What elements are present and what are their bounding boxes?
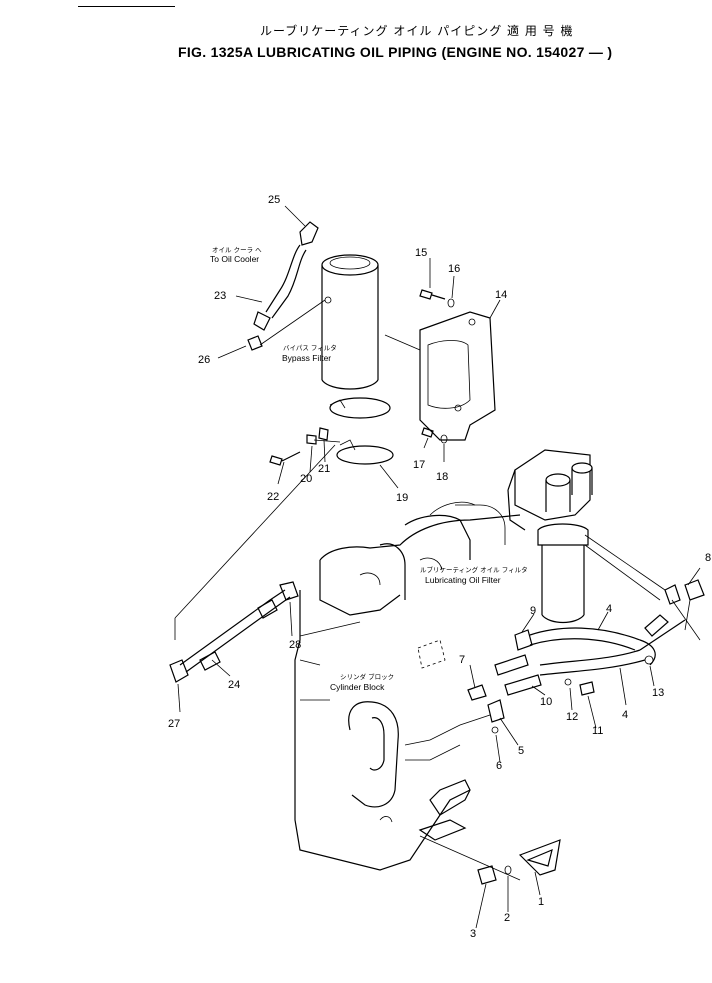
cylinder-block-jp-label: シリンダ ブロック (340, 672, 394, 681)
lubricating-oil-filter-drawing (507, 449, 666, 624)
callout-3: 3 (470, 928, 476, 940)
callout-numbers: 25 23 26 15 16 14 17 18 22 20 21 19 8 9 … (168, 194, 711, 940)
callout-14: 14 (495, 289, 507, 301)
lubricating-oil-filter-label: Lubricating Oil Filter (425, 575, 501, 585)
bypass-filter-drawing (321, 254, 394, 465)
callout-16: 16 (448, 263, 460, 275)
small-hardware (269, 289, 455, 466)
callout-26: 26 (198, 354, 210, 366)
callout-27: 27 (168, 718, 180, 730)
bypass-filter-label: Bypass Filter (282, 353, 331, 363)
tee-fittings-drawing (664, 579, 705, 641)
tube-24-drawing (169, 581, 299, 683)
callout-9: 9 (530, 605, 536, 617)
callout-19: 19 (396, 492, 408, 504)
bracket-guard-drawing (419, 311, 496, 441)
hoses-drawing (529, 614, 686, 676)
to-oil-cooler-label: To Oil Cooler (210, 254, 259, 264)
callout-5: 5 (518, 745, 524, 757)
callout-12: 12 (566, 711, 578, 723)
callout-7: 7 (459, 654, 465, 666)
adapters-drawing (467, 629, 654, 734)
callout-21: 21 (318, 463, 330, 475)
callout-24: 24 (228, 679, 240, 691)
title-japanese: ルーブリケーティング オイル パイピング 適 用 号 機 (260, 24, 574, 38)
callout-15: 15 (415, 247, 427, 259)
callout-11: 11 (592, 725, 603, 737)
to-oil-cooler-jp-label: オイル クーラ へ (212, 246, 262, 254)
callout-4-lower: 4 (622, 709, 628, 721)
callout-17: 17 (413, 459, 425, 471)
callout-13: 13 (652, 687, 664, 699)
callout-8: 8 (705, 552, 711, 564)
callout-23: 23 (214, 290, 226, 302)
cylinder-block-label: Cylinder Block (330, 682, 385, 692)
figure-title: FIG. 1325A LUBRICATING OIL PIPING (ENGIN… (178, 44, 613, 60)
callout-2: 2 (504, 912, 510, 924)
callout-1: 1 (538, 896, 544, 908)
leader-lines (174, 205, 701, 929)
callout-22: 22 (267, 491, 279, 503)
component-labels: オイル クーラ へ To Oil Cooler バイパス フィルタ Bypass… (210, 246, 528, 692)
callout-20: 20 (300, 473, 312, 485)
lubricating-oil-filter-jp-label: ルブリケーティング オイル フィルタ (420, 565, 528, 574)
callout-18: 18 (436, 471, 448, 483)
callout-28: 28 (289, 639, 301, 651)
bypass-filter-jp-label: バイパス フィルタ (283, 343, 337, 352)
callout-10: 10 (540, 696, 552, 708)
cylinder-block-drawing (294, 501, 521, 871)
callout-4-upper: 4 (606, 603, 612, 615)
top-rule (78, 6, 175, 7)
oil-cooler-tube-drawing (247, 221, 319, 351)
callout-25: 25 (268, 194, 280, 206)
bottom-parts-drawing (477, 839, 561, 885)
callout-6: 6 (496, 760, 502, 772)
